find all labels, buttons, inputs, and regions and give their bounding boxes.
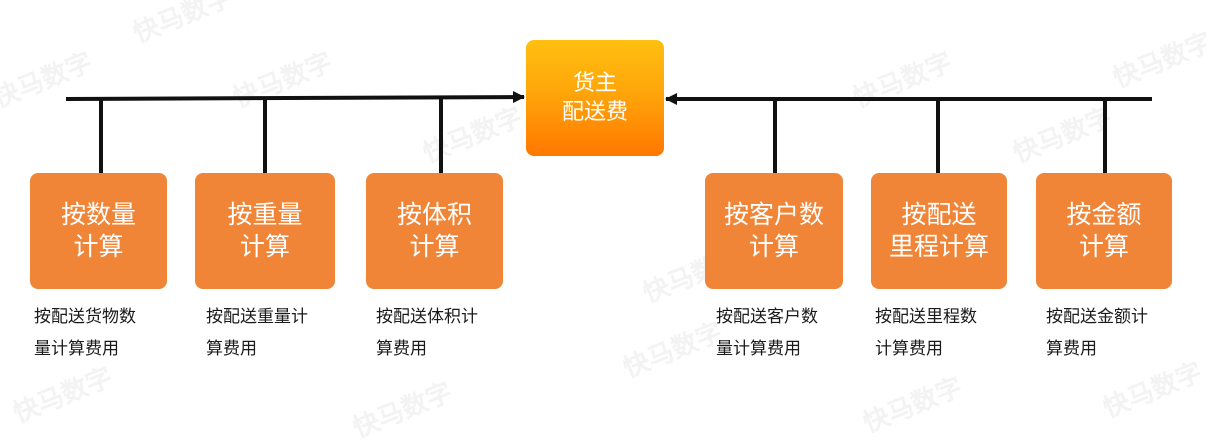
method-node-label-line2: 计算 [239,232,290,261]
method-node-by-quantity: 按数量 计算 [30,173,167,289]
method-description-by-mileage: 按配送里程数 计算费用 [875,301,977,365]
root-node-label-line2: 配送费 [561,100,628,125]
description-line2: 计算费用 [875,339,943,359]
description-line2: 量计算费用 [34,339,119,359]
description-line1: 按配送里程数 [875,307,977,327]
method-node-by-weight: 按重量 计算 [195,173,335,289]
method-description-by-amount: 按配送金额计 算费用 [1046,301,1148,365]
method-node-label-line2: 里程计算 [888,232,989,261]
description-line1: 按配送体积计 [376,307,478,327]
description-line2: 算费用 [376,339,427,359]
method-node-by-amount: 按金额 计算 [1036,173,1172,289]
method-description-by-customer-count: 按配送客户数 量计算费用 [716,301,818,365]
method-node-label-line1: 按金额 [1066,200,1142,229]
description-line1: 按配送客户数 [716,307,818,327]
root-node-label-line1: 货主 [572,71,617,96]
method-description-by-quantity: 按配送货物数 量计算费用 [34,301,136,365]
description-line1: 按配送重量计 [206,307,308,327]
method-node-label-line1: 按配送 [901,200,977,229]
method-node-label-line1: 按体积 [396,200,472,229]
method-description-by-weight: 按配送重量计 算费用 [206,301,308,365]
method-description-by-volume: 按配送体积计 算费用 [376,301,478,365]
left-bus-arrow [65,91,525,104]
method-node-label-line2: 计算 [409,232,460,261]
description-line2: 量计算费用 [716,339,801,359]
method-node-label-line2: 计算 [73,232,124,261]
method-node-label-line2: 计算 [1078,232,1129,261]
root-node-shipper-delivery-fee: 货主 配送费 [526,40,664,156]
description-line1: 按配送金额计 [1046,307,1148,327]
method-node-label-line2: 计算 [748,232,799,261]
method-node-label-line1: 按客户数 [723,200,824,229]
description-line1: 按配送货物数 [34,307,136,327]
method-node-by-customer-count: 按客户数 计算 [705,173,843,289]
method-node-by-volume: 按体积 计算 [366,173,503,289]
method-node-by-mileage: 按配送 里程计算 [871,173,1007,289]
method-node-label-line1: 按数量 [60,200,136,229]
description-line2: 算费用 [206,339,257,359]
connector-lines [65,91,1152,173]
description-line2: 算费用 [1046,339,1097,359]
method-node-label-line1: 按重量 [227,200,303,229]
